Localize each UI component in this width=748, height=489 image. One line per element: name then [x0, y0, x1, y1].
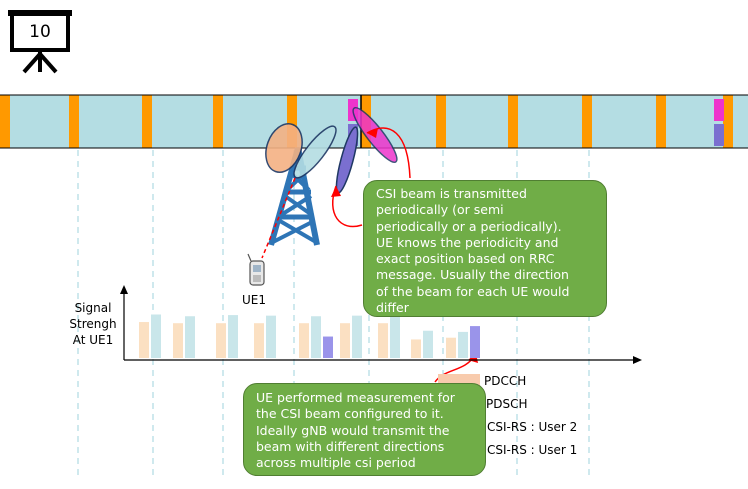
- signal-bar: [254, 323, 264, 358]
- signal-bar: [151, 314, 161, 358]
- slide-number: 10: [29, 21, 51, 42]
- pdcch-slot: [213, 95, 223, 148]
- callout-line: Ideally gNB would transmit the: [256, 422, 450, 438]
- signal-bar: [185, 316, 195, 358]
- callout-line: exact position based on RRC: [376, 251, 555, 267]
- signal-bar: [311, 316, 321, 358]
- signal-bar: [352, 315, 362, 358]
- callout-csi-beam: CSI beam is transmitted periodically (or…: [363, 180, 607, 317]
- callout-ue-measurement: UE performed measurement for the CSI bea…: [243, 383, 486, 476]
- signal-bar: [340, 323, 350, 358]
- phone-icon: [247, 253, 265, 286]
- callout-line: across multiple csi period: [256, 455, 416, 471]
- callout-line: CSI beam is transmitted: [376, 186, 527, 201]
- csi-slot-user2: [714, 99, 724, 121]
- signal-bar: [299, 323, 309, 358]
- signal-bar: [323, 336, 333, 358]
- chart-axes: [120, 285, 642, 364]
- pdcch-slot: [582, 95, 592, 148]
- y-axis-label-line: Signal: [74, 301, 112, 315]
- y-axis-label-line: At UE1: [72, 333, 114, 347]
- chart-bars: [139, 314, 480, 358]
- pdcch-slot: [508, 95, 518, 148]
- signal-bar: [423, 330, 433, 358]
- callout-line: UE performed measurement for: [256, 390, 455, 405]
- callout-line: UE knows the periodicity and: [376, 234, 559, 250]
- beam-pdcch: [265, 123, 303, 173]
- signal-bar: [458, 331, 468, 358]
- signal-bar: [446, 337, 456, 358]
- signal-bar: [139, 322, 149, 358]
- signal-bar: [390, 316, 400, 358]
- beam-pdsch: [293, 125, 337, 179]
- callout-line: of the beam for each UE would: [376, 283, 570, 299]
- callout-line: message. Usually the direction: [376, 267, 569, 283]
- signal-bar: [378, 323, 388, 358]
- signal-bar: [173, 323, 183, 358]
- ue-link: [261, 177, 296, 259]
- legend-label-csi-user2: CSI-RS : User 2: [487, 420, 578, 434]
- callout-line: periodically (or semi: [376, 202, 504, 218]
- legend-label-pdsch: PDSCH: [486, 397, 528, 411]
- pdcch-slot: [723, 95, 733, 148]
- pdcch-slot: [656, 95, 666, 148]
- arrow-to-csi-user2: [366, 127, 411, 179]
- csi-slot-user1: [714, 124, 724, 146]
- legend-label-csi-user1: CSI-RS : User 1: [487, 443, 578, 457]
- signal-bar: [228, 315, 238, 358]
- signal-bar: [216, 323, 226, 358]
- presentation-board-icon: [8, 10, 72, 74]
- pdcch-slot: [0, 95, 10, 148]
- callout-line: beam with different directions: [256, 438, 445, 454]
- pdcch-slot: [69, 95, 79, 148]
- callout-line: periodically or a periodically).: [376, 218, 562, 234]
- signal-bar: [266, 315, 276, 358]
- pdcch-slot: [436, 95, 446, 148]
- y-axis-label: Signal Strengh At UE1: [58, 300, 128, 348]
- y-axis-label-line: Strengh: [69, 317, 117, 331]
- pdcch-slot: [287, 95, 297, 148]
- pdcch-slot: [142, 95, 152, 148]
- callout-line: differ: [376, 300, 409, 316]
- signal-bar: [411, 339, 421, 358]
- legend-label-pdcch: PDCCH: [484, 374, 527, 388]
- callout-line: the CSI beam configured to it.: [256, 406, 444, 422]
- ue-label: UE1: [242, 293, 266, 307]
- signal-bar: [470, 326, 480, 358]
